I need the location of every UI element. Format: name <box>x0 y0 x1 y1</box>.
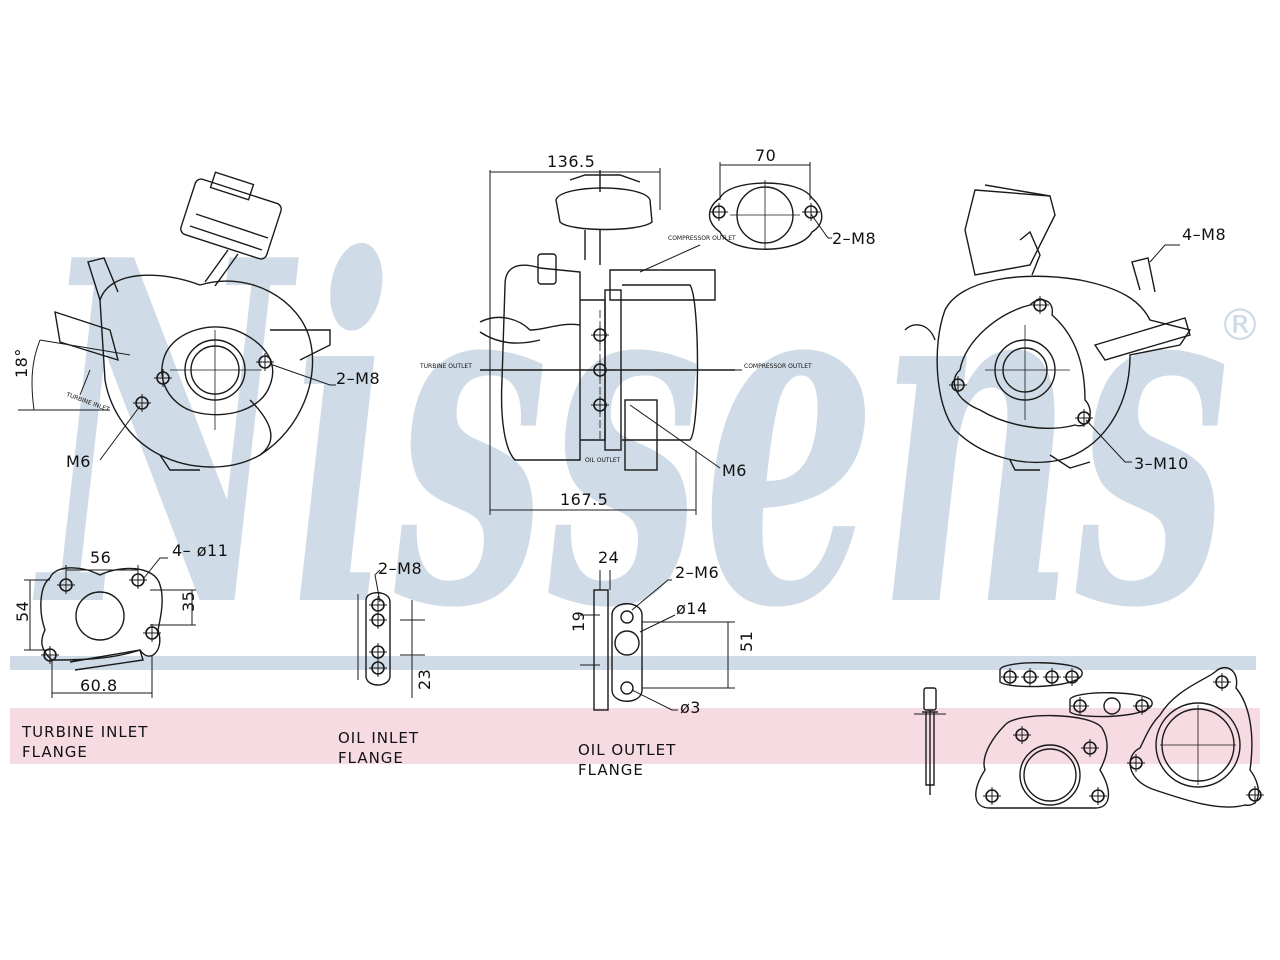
ti-dim-top: 56 <box>90 548 111 567</box>
oo-title-line1: OIL OUTLET <box>578 741 676 759</box>
right-bottom-label: 3–M10 <box>1134 454 1189 473</box>
oil-inlet-flange-detail <box>357 569 425 698</box>
left-angle-label: 18° <box>12 348 31 378</box>
label-band <box>10 708 1260 764</box>
watermark-underline <box>10 656 1256 670</box>
oo-dim-left: 19 <box>569 611 588 632</box>
center-turbo-view <box>479 168 742 515</box>
watermark-logo: Nissens <box>31 159 1230 711</box>
oil-inlet-gasket-icon <box>999 662 1083 688</box>
center-stud-label: M6 <box>722 461 747 480</box>
oi-title-line2: FLANGE <box>338 749 404 767</box>
turbine-inlet-gasket-icon <box>975 714 1110 809</box>
oo-bolt-label: 2–M6 <box>675 563 719 582</box>
right-top-label: 4–M8 <box>1182 225 1226 244</box>
ti-dim-right: 35 <box>179 591 198 612</box>
center-width-top: 136.5 <box>547 152 595 171</box>
center-turbine-outlet-tag: TURBINE OUTLET <box>419 363 472 370</box>
outlet-flange-width: 70 <box>755 146 776 165</box>
center-compressor-outlet-right-tag: COMPRESSOR OUTLET <box>744 363 812 370</box>
outlet-flange-bolts: 2–M8 <box>832 229 876 248</box>
turbine-inlet-flange-detail <box>24 557 196 698</box>
left-stud-label: M6 <box>66 452 91 471</box>
compressor-outlet-flange <box>708 162 832 250</box>
oo-small-bore: ø3 <box>680 698 701 717</box>
center-oil-outlet-tag: OIL OUTLET <box>585 457 621 464</box>
oi-title-line1: OIL INLET <box>338 729 419 747</box>
ti-dim-bottom: 60.8 <box>80 676 118 695</box>
ti-title-line2: FLANGE <box>22 743 88 761</box>
center-width-bottom: 167.5 <box>560 490 608 509</box>
oi-bolt-label: 2–M8 <box>378 559 422 578</box>
compressor-outlet-gasket-icon <box>1129 667 1260 808</box>
oi-dim-side: 23 <box>415 669 434 690</box>
oo-title-line2: FLANGE <box>578 761 644 779</box>
right-turbo-view <box>904 184 1192 471</box>
oil-outlet-gasket-icon <box>1069 692 1153 718</box>
oo-dim-right: 51 <box>737 631 756 652</box>
oil-outlet-flange-detail <box>580 570 735 711</box>
registered-mark: ® <box>1218 300 1262 351</box>
oo-dim-top: 24 <box>598 548 619 567</box>
ti-dim-left: 54 <box>13 601 32 622</box>
ti-hole-label: 4– ø11 <box>172 541 228 560</box>
left-turbo-view <box>18 171 336 471</box>
center-compressor-outlet-tag: COMPRESSOR OUTLET <box>668 235 736 242</box>
left-bolt-label: 2–M8 <box>336 369 380 388</box>
ti-title-line1: TURBINE INLET <box>21 723 148 741</box>
oo-bore-label: ø14 <box>676 599 708 618</box>
gasket-kit <box>914 662 1265 809</box>
